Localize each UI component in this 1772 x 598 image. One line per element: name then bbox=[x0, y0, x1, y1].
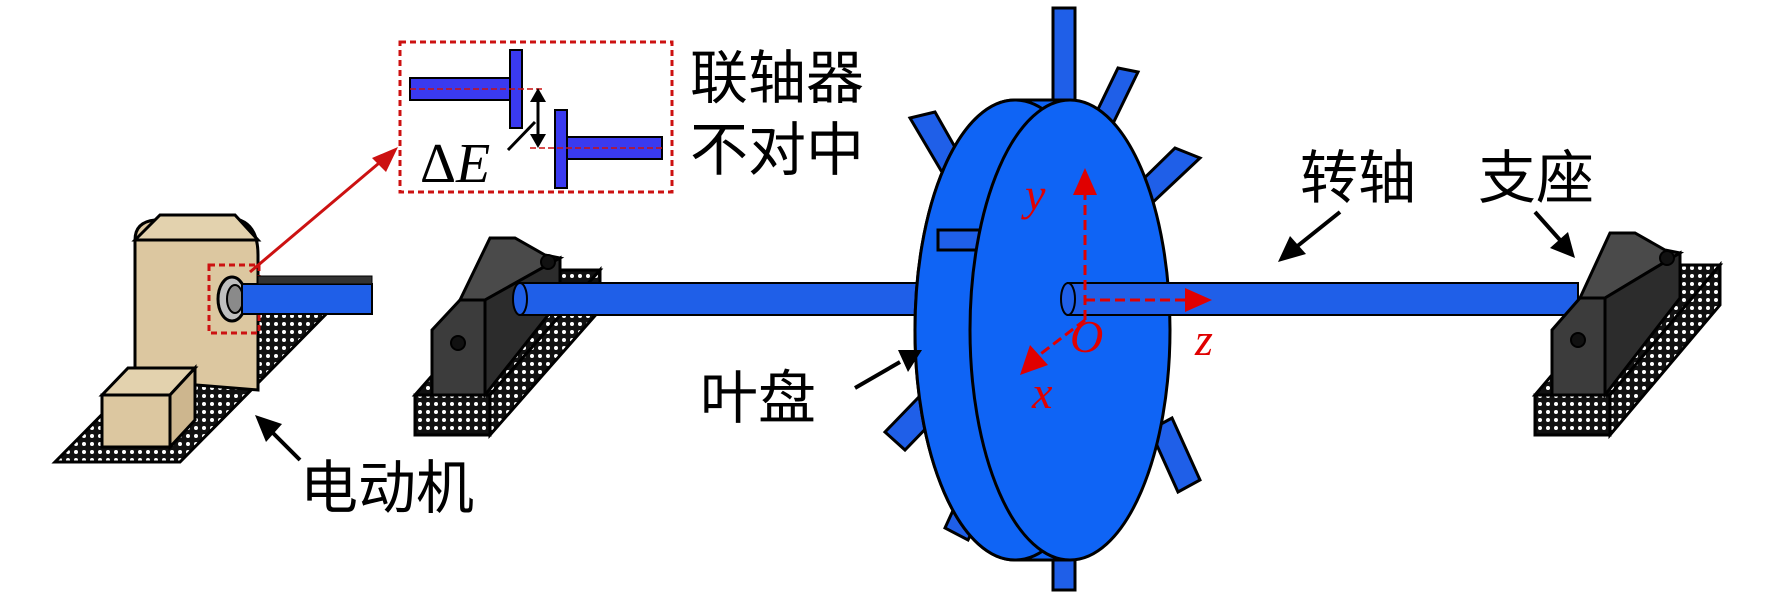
label-disk: 叶盘 bbox=[700, 364, 816, 432]
left-support-bolt-front bbox=[450, 335, 466, 351]
shaft-middle bbox=[512, 282, 951, 316]
pointer-motor bbox=[255, 415, 302, 462]
label-support: 支座 bbox=[1478, 144, 1594, 212]
misalignment-inset bbox=[398, 40, 674, 194]
left-support bbox=[411, 236, 604, 439]
z-axis-label: z bbox=[1194, 314, 1213, 365]
inset-leader-line bbox=[249, 156, 386, 274]
y-axis-arrow bbox=[1073, 168, 1097, 195]
right-support-bolt-front bbox=[1570, 332, 1586, 348]
label-motor: 电动机 bbox=[300, 454, 474, 522]
left-support-base-front bbox=[413, 393, 492, 437]
pointer-support bbox=[1533, 210, 1575, 258]
label-coupling-line1: 联轴器 bbox=[690, 44, 864, 112]
coordinate-axes bbox=[1020, 168, 1212, 375]
right-support bbox=[1531, 231, 1724, 440]
motor-foot-side bbox=[168, 364, 197, 451]
left-support-bolt-top bbox=[540, 254, 556, 270]
label-coupling-line2: 不对中 bbox=[690, 116, 864, 184]
right-support-bolt-top bbox=[1659, 250, 1675, 266]
blisk bbox=[882, 6, 1203, 592]
motor-foot-front bbox=[100, 393, 172, 449]
inset-flange-lower bbox=[554, 109, 568, 189]
shaft-right bbox=[1060, 282, 1579, 316]
inset-leader-arrowhead bbox=[372, 147, 398, 172]
right-support-block-side bbox=[1603, 250, 1682, 400]
delta-e-label: ΔE bbox=[420, 133, 490, 195]
x-axis-arrow bbox=[1020, 345, 1048, 375]
motor bbox=[51, 213, 344, 464]
right-support-base-side bbox=[1608, 260, 1722, 440]
y-axis-label: y bbox=[1021, 169, 1046, 220]
z-axis-arrow bbox=[1185, 288, 1212, 312]
shaft-left bbox=[241, 275, 373, 315]
right-support-base-front bbox=[1533, 393, 1612, 437]
pointer-shaft bbox=[1278, 210, 1342, 262]
pointer-disk bbox=[853, 350, 922, 390]
motor-top bbox=[131, 213, 262, 242]
label-shaft: 转轴 bbox=[1300, 144, 1416, 212]
origin-label: O bbox=[1070, 311, 1103, 362]
inset-box bbox=[398, 40, 674, 194]
blade-bottom-right bbox=[1148, 415, 1202, 495]
coupling-inner bbox=[226, 284, 244, 314]
x-axis-label: x bbox=[1031, 367, 1053, 418]
